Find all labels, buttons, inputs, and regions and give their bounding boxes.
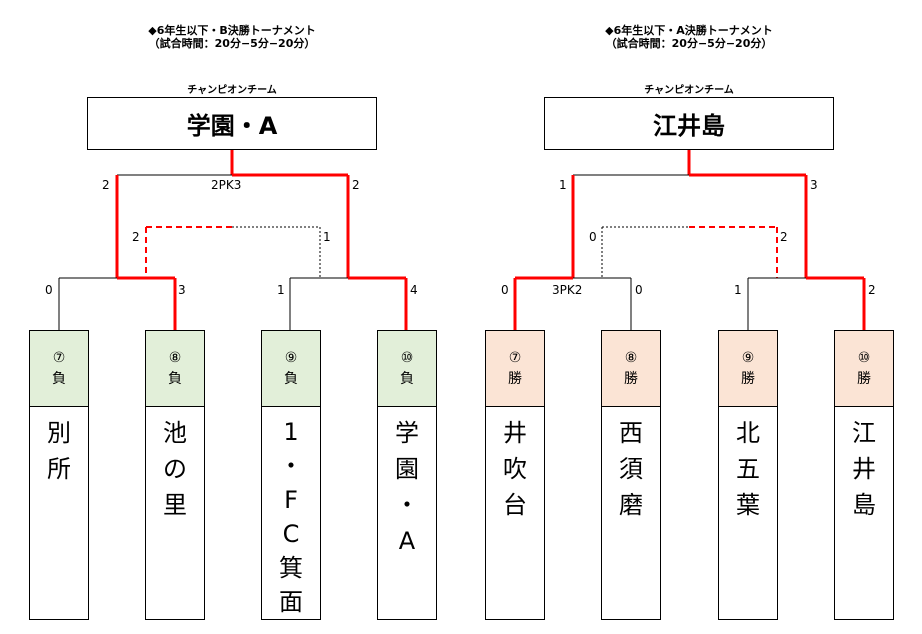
right-title-line2: （試合時間：20分−5分−20分） bbox=[605, 37, 773, 50]
team-name: 江井島 bbox=[834, 406, 894, 620]
left-final-left-score: 2 bbox=[102, 178, 110, 192]
team-name: 西須磨 bbox=[601, 406, 661, 620]
left-q2-right-score: 4 bbox=[410, 283, 418, 297]
left-semi-right-score: 1 bbox=[323, 230, 331, 244]
left-title: ◆6年生以下・B決勝トーナメント （試合時間：20分−5分−20分） bbox=[102, 24, 362, 50]
left-final-pk-score: 2PK3 bbox=[211, 178, 242, 192]
team-name: 北五葉 bbox=[718, 406, 778, 620]
right-champion-box: 江井島 bbox=[544, 97, 834, 150]
left-champion-box: 学園・A bbox=[87, 97, 377, 150]
right-q2-left-score: 1 bbox=[734, 283, 742, 297]
team-name: 学園・A bbox=[377, 406, 437, 620]
right-title: ◆6年生以下・A決勝トーナメント （試合時間：20分−5分−20分） bbox=[559, 24, 819, 50]
right-champion-label: チャンピオンチーム bbox=[644, 85, 734, 96]
right-final-left-score: 1 bbox=[559, 178, 567, 192]
left-q1-left-score: 0 bbox=[45, 283, 53, 297]
right-semi-left-score: 0 bbox=[589, 230, 597, 244]
team-name: 井吹台 bbox=[485, 406, 545, 620]
right-q1-left-score: 0 bbox=[501, 283, 509, 297]
left-semi-left-score: 2 bbox=[132, 230, 140, 244]
right-q2-right-score: 2 bbox=[868, 283, 876, 297]
left-champion-label: チャンピオンチーム bbox=[187, 85, 277, 96]
right-final-right-score: 3 bbox=[810, 178, 818, 192]
left-q2-left-score: 1 bbox=[277, 283, 285, 297]
right-q1-pk-score: 3PK2 bbox=[552, 283, 583, 297]
team-name: 別所 bbox=[29, 406, 89, 620]
team-name: 池の里 bbox=[145, 406, 205, 620]
left-q1-right-score: 3 bbox=[178, 283, 186, 297]
right-title-line1: ◆6年生以下・A決勝トーナメント bbox=[605, 24, 773, 37]
right-q1-right-score: 0 bbox=[635, 283, 643, 297]
right-semi-right-score: 2 bbox=[780, 230, 788, 244]
left-title-line1: ◆6年生以下・B決勝トーナメント bbox=[148, 24, 316, 37]
left-final-right-score: 2 bbox=[352, 178, 360, 192]
left-title-line2: （試合時間：20分−5分−20分） bbox=[148, 37, 316, 50]
